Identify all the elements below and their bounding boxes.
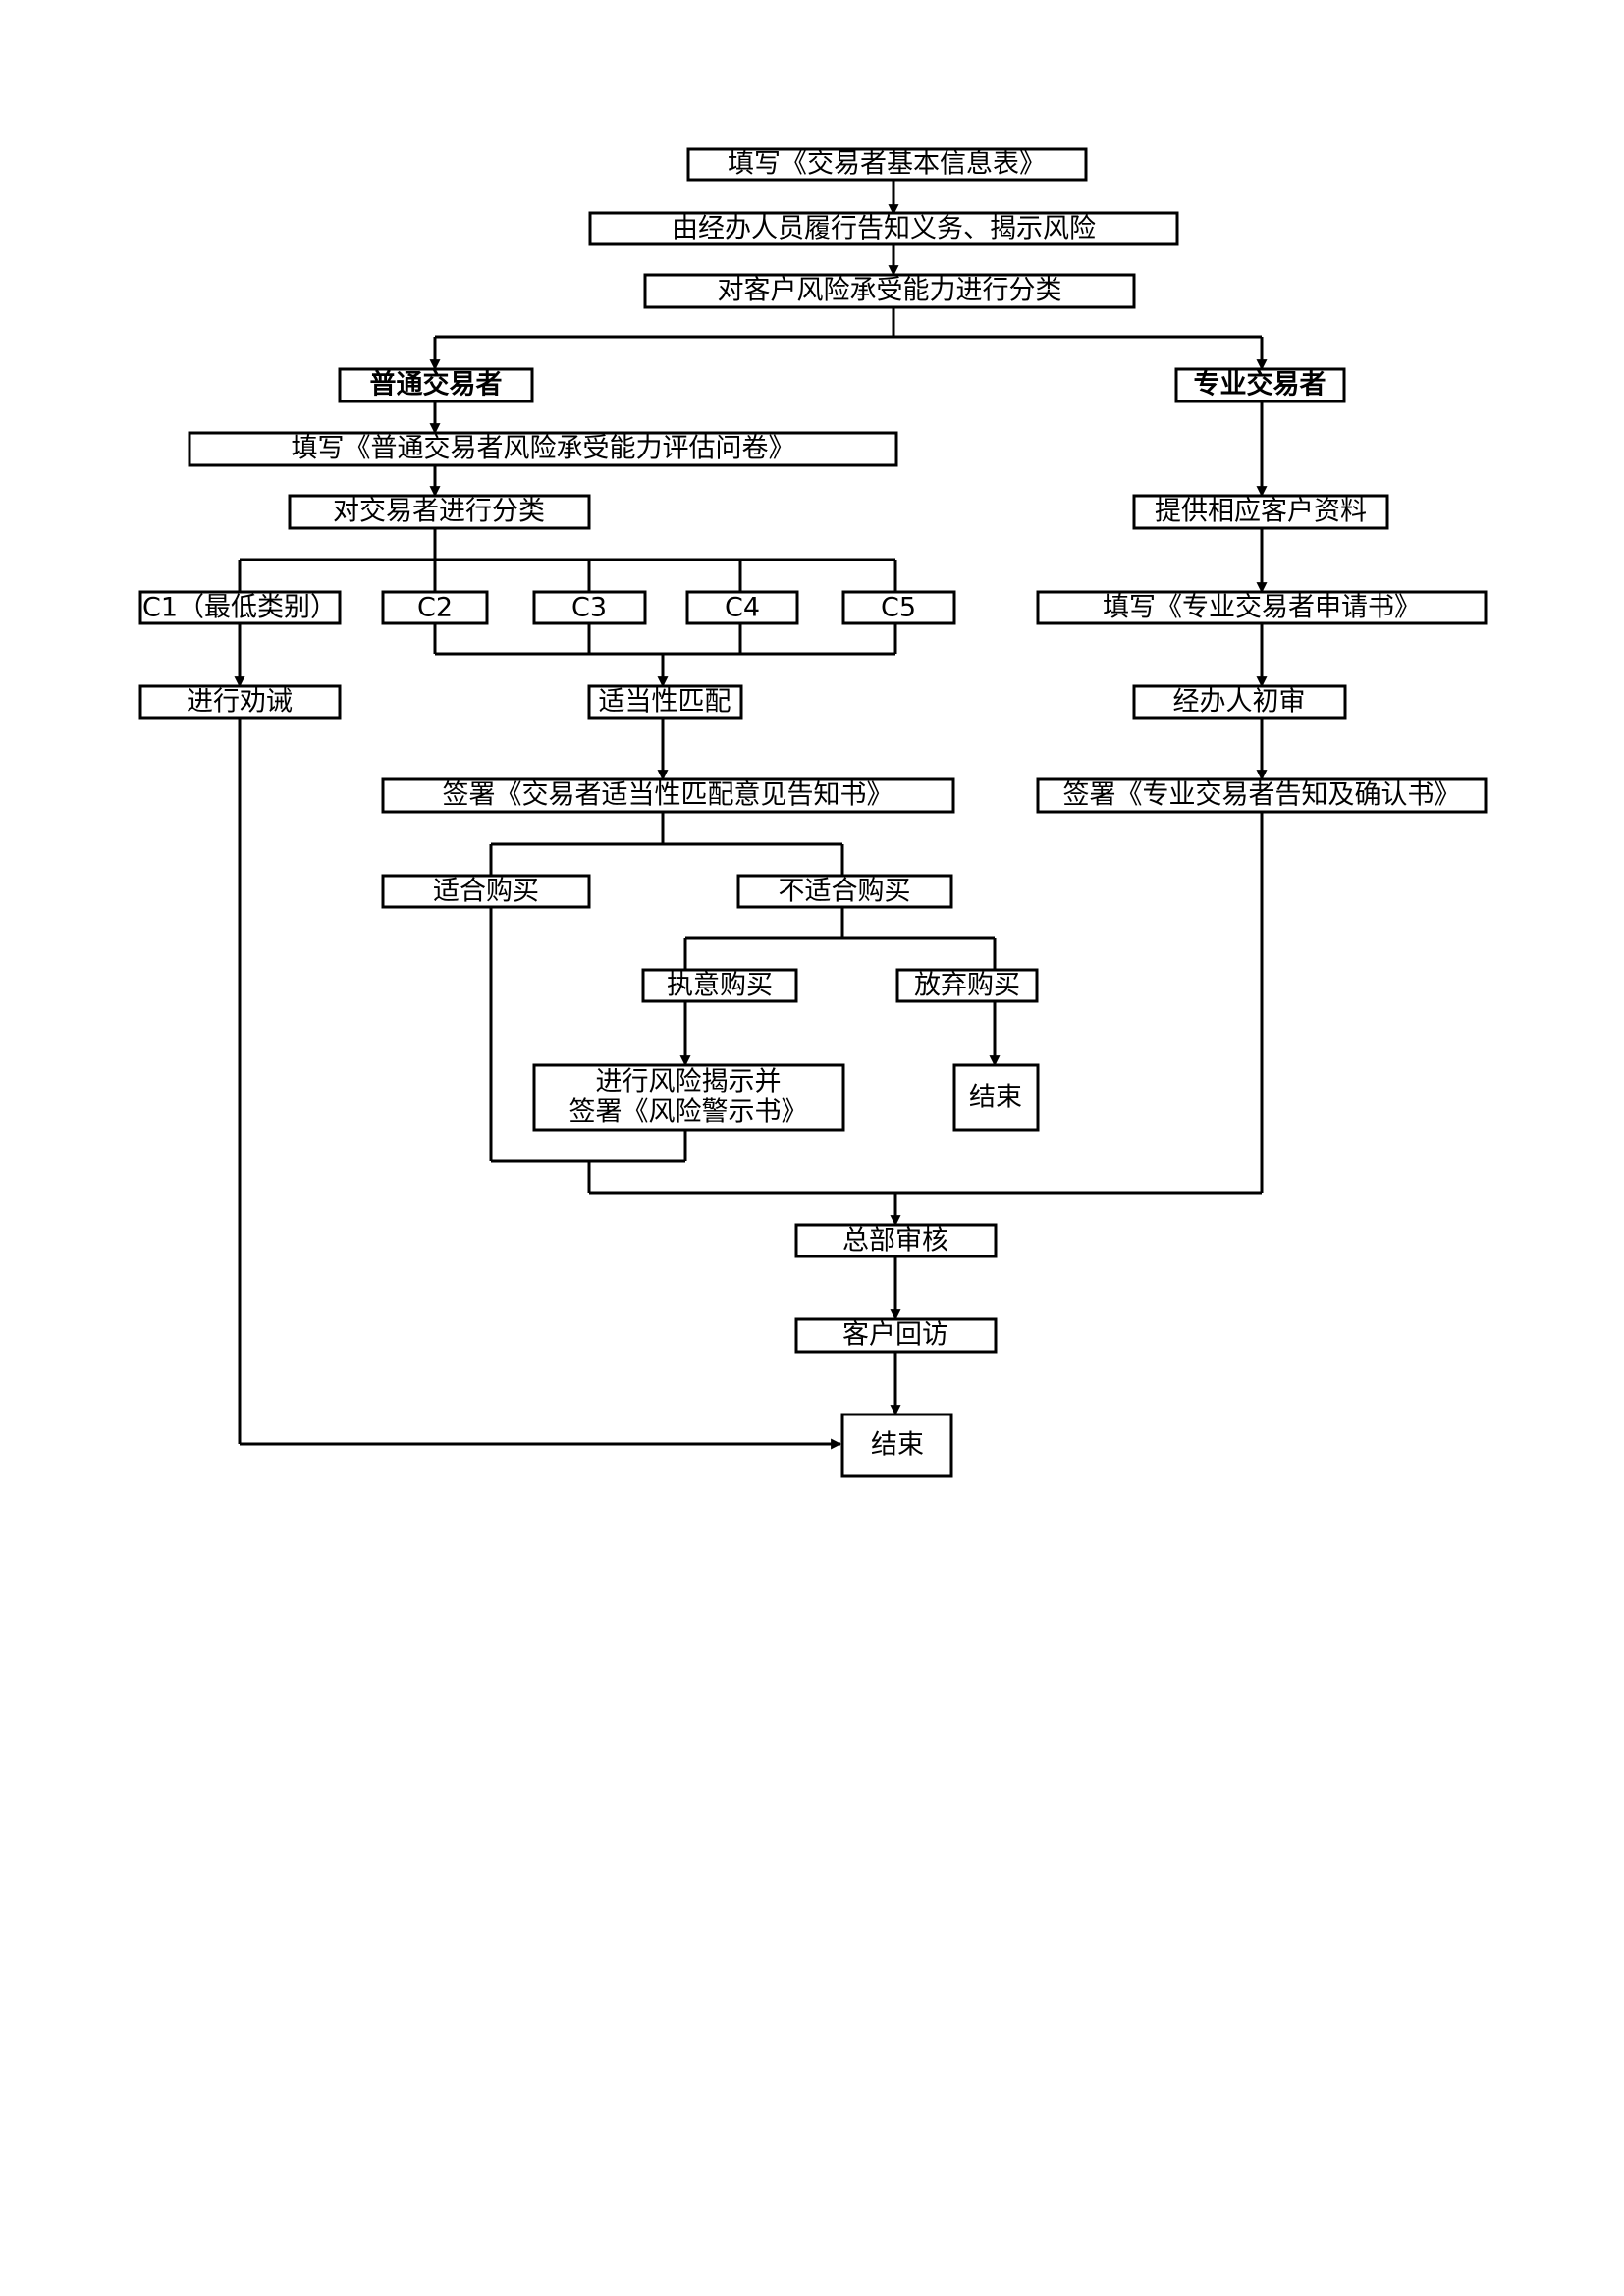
svg-text:结束: 结束 [969,1083,1022,1113]
svg-text:适当性匹配: 适当性匹配 [599,687,731,718]
svg-text:C3: C3 [571,593,607,623]
step-suitability-match: 适当性匹配 [587,684,743,720]
svg-text:由经办人员履行告知义务、揭示风险: 由经办人员履行告知义务、揭示风险 [672,214,1096,244]
step-give-up: 放弃购买 [895,968,1039,1003]
svg-text:进行风险揭示并: 进行风险揭示并 [596,1067,782,1097]
step-fill-basic-info: 填写《交易者基本信息表》 [686,147,1088,182]
category-c3: C3 [532,590,647,625]
svg-text:放弃购买: 放弃购买 [914,971,1020,1001]
svg-text:C1（最低类别）: C1（最低类别） [142,593,337,623]
category-c1: C1（最低类别） [138,590,342,625]
step-initial-review: 经办人初审 [1132,684,1347,720]
step-insist: 执意购买 [641,968,798,1003]
step-notify-risk: 由经办人员履行告知义务、揭示风险 [588,211,1179,246]
step-client-callback: 客户回访 [794,1317,998,1354]
svg-text:填写《专业交易者申请书》: 填写《专业交易者申请书》 [1103,593,1421,623]
svg-text:C4: C4 [725,593,760,623]
svg-text:进行劝诫: 进行劝诫 [187,687,293,718]
svg-text:签署《专业交易者告知及确认书》: 签署《专业交易者告知及确认书》 [1063,780,1461,811]
step-not-suitable: 不适合购买 [736,874,953,909]
end-final: 结束 [840,1413,953,1478]
step-classify-capacity: 对客户风险承受能力进行分类 [643,273,1136,309]
step-sign-pro-confirm: 签署《专业交易者告知及确认书》 [1036,777,1488,814]
svg-text:提供相应客户资料: 提供相应客户资料 [1155,497,1367,527]
svg-text:执意购买: 执意购买 [667,971,773,1001]
step-hq-review: 总部审核 [794,1223,998,1258]
step-suitable: 适合购买 [381,874,591,909]
svg-text:不适合购买: 不适合购买 [779,877,911,907]
step-fill-pro-application: 填写《专业交易者申请书》 [1036,590,1488,625]
svg-text:签署《风险警示书》: 签署《风险警示书》 [569,1097,808,1128]
svg-text:填写《交易者基本信息表》: 填写《交易者基本信息表》 [728,149,1046,180]
svg-text:C2: C2 [417,593,453,623]
svg-text:填写《普通交易者风险承受能力评估问卷》: 填写《普通交易者风险承受能力评估问卷》 [292,434,795,464]
svg-text:经办人初审: 经办人初审 [1173,687,1306,718]
category-c4: C4 [685,590,799,625]
svg-text:客户回访: 客户回访 [842,1320,948,1351]
step-classify-trader: 对交易者进行分类 [288,494,591,530]
connectors [234,180,1268,1450]
step-provide-materials: 提供相应客户资料 [1132,494,1389,530]
svg-text:C5: C5 [881,593,916,623]
svg-text:普通交易者: 普通交易者 [370,369,503,400]
svg-text:签署《交易者适当性匹配意见告知书》: 签署《交易者适当性匹配意见告知书》 [443,780,893,811]
step-dissuade: 进行劝诫 [138,684,342,720]
end-give-up: 结束 [952,1063,1040,1132]
category-c5: C5 [841,590,956,625]
svg-text:结束: 结束 [871,1430,924,1461]
svg-text:对客户风险承受能力进行分类: 对客户风险承受能力进行分类 [718,276,1062,306]
step-ordinary-trader: 普通交易者 [338,367,534,403]
step-sign-suitability: 签署《交易者适当性匹配意见告知书》 [381,777,955,814]
svg-text:对交易者进行分类: 对交易者进行分类 [333,497,545,527]
step-fill-questionnaire: 填写《普通交易者风险承受能力评估问卷》 [188,431,898,467]
step-professional-trader: 专业交易者 [1174,367,1346,403]
category-c2: C2 [381,590,489,625]
step-risk-warning: 进行风险揭示并 签署《风险警示书》 [532,1063,845,1132]
svg-text:适合购买: 适合购买 [433,877,539,907]
svg-text:总部审核: 总部审核 [842,1226,948,1256]
svg-text:专业交易者: 专业交易者 [1194,369,1326,400]
